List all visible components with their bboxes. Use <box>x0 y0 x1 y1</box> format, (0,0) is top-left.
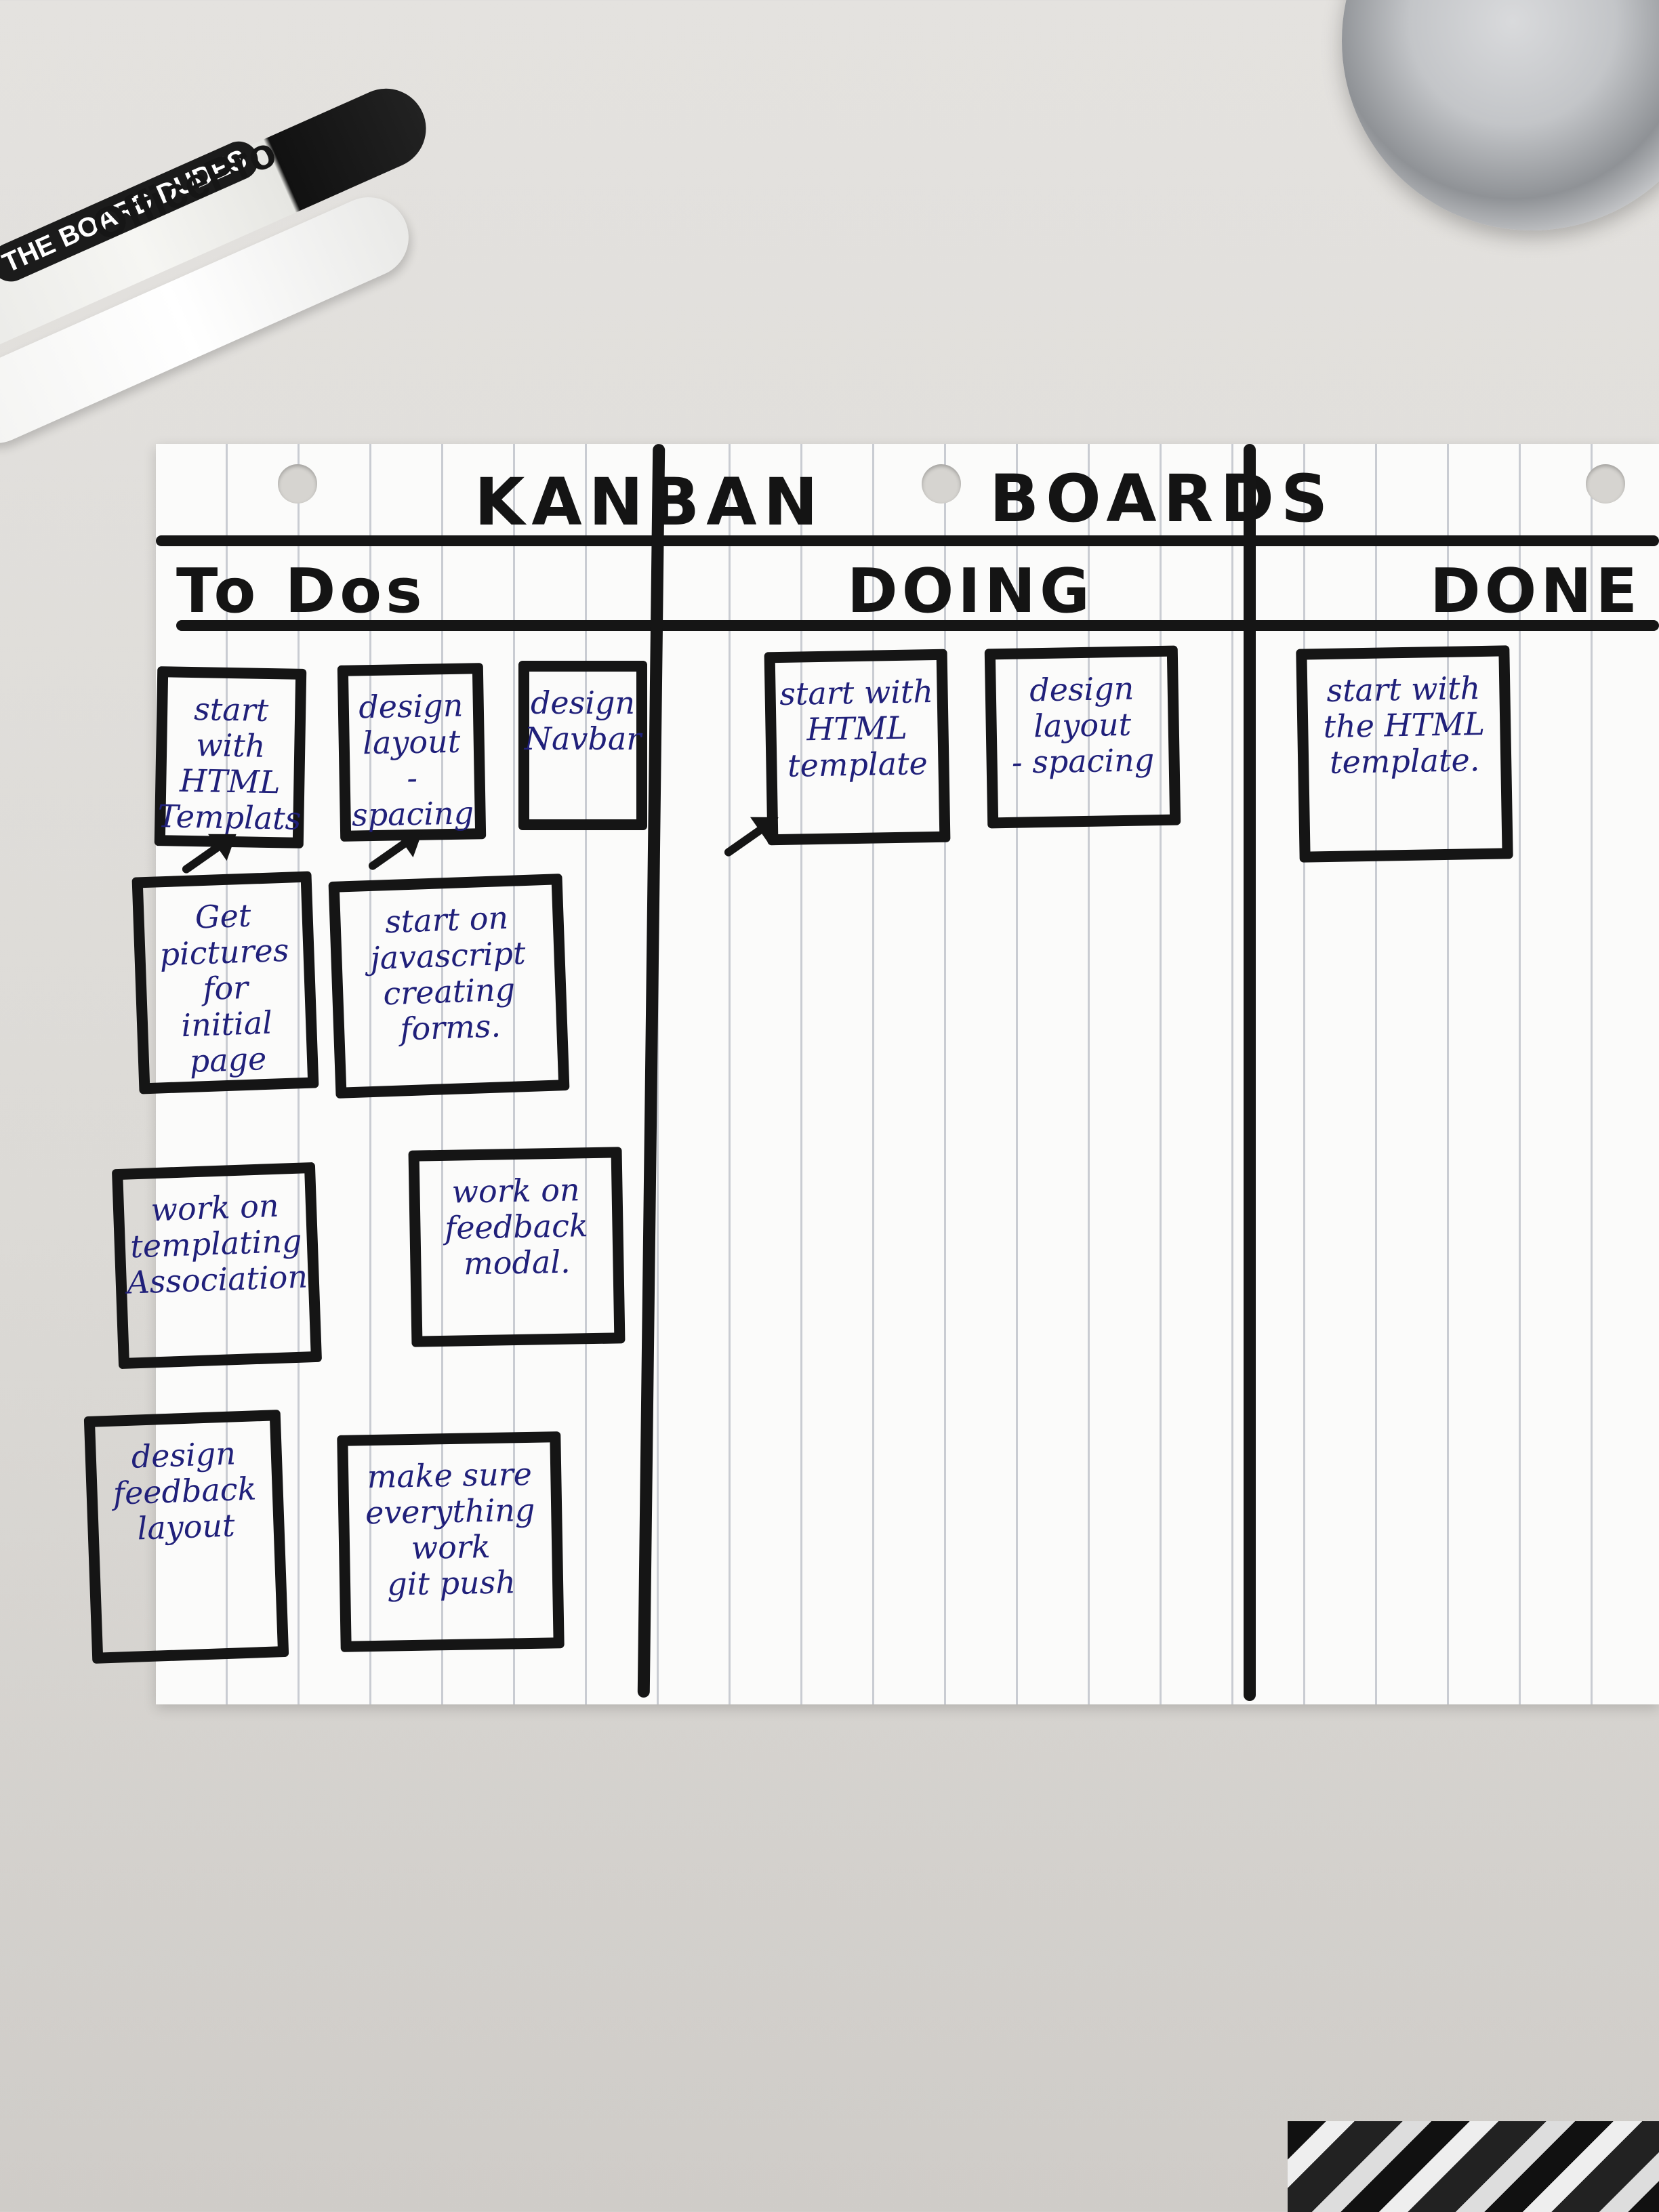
card-text: design layout -spacing <box>351 687 474 834</box>
column-header-doing: DOING <box>847 556 1094 627</box>
card-todo-navbar: design Navbar <box>518 661 647 830</box>
card-text: start with HTML template <box>779 673 934 784</box>
card-text: design feedback layout <box>112 1435 258 1547</box>
rug-corner <box>1288 2121 1659 2212</box>
header-rule <box>176 620 1659 631</box>
arrow-icon <box>722 816 778 858</box>
card-done-html-template: start with the HTML template. <box>1296 645 1513 863</box>
column-divider-1 <box>637 443 665 1698</box>
card-text: design Navbar <box>524 684 642 757</box>
board-title-right: BOARDS <box>989 461 1335 537</box>
card-text: start with HTML Templats <box>157 691 302 837</box>
card-doing-html-template: start with HTML template <box>764 649 951 846</box>
card-todo-feedback-modal: work on feedback modal. <box>408 1147 626 1347</box>
card-text: make sure everything work git push <box>365 1455 535 1603</box>
card-text: work on templating Association <box>126 1187 308 1301</box>
water-glass <box>1342 0 1659 230</box>
card-text: Get pictures for initial page <box>159 897 290 1080</box>
card-text: design layout - spacing <box>1011 670 1155 781</box>
card-todo-javascript-forms: start on javascript creating forms. <box>328 874 570 1099</box>
card-text: start on javascript creating forms. <box>369 899 527 1048</box>
board-title-left: KANBAN <box>474 464 825 540</box>
punch-hole <box>1586 464 1625 504</box>
kanban-paper: KANBAN BOARDS To Dos DOING DONE start wi… <box>83 443 1659 1704</box>
card-text: start with the HTML template. <box>1323 670 1486 781</box>
column-header-todo: To Dos <box>176 556 426 627</box>
column-header-done: DONE <box>1430 556 1642 627</box>
punch-hole <box>278 464 317 504</box>
punch-hole <box>922 464 961 504</box>
card-todo-git-push: make sure everything work git push <box>337 1431 565 1652</box>
card-todo-pictures: Get pictures for initial page <box>131 871 319 1094</box>
card-todo-html-templates: start with HTML Templats <box>154 666 307 848</box>
card-todo-layout-spacing: design layout -spacing <box>337 663 487 842</box>
column-divider-2 <box>1244 444 1256 1701</box>
card-todo-feedback-layout: design feedback layout <box>83 1410 289 1664</box>
card-doing-layout-spacing: design layout - spacing <box>984 645 1181 829</box>
card-text: work on feedback modal. <box>444 1171 589 1282</box>
card-todo-templating: work on templating Association <box>111 1162 323 1370</box>
title-rule <box>156 535 1659 546</box>
